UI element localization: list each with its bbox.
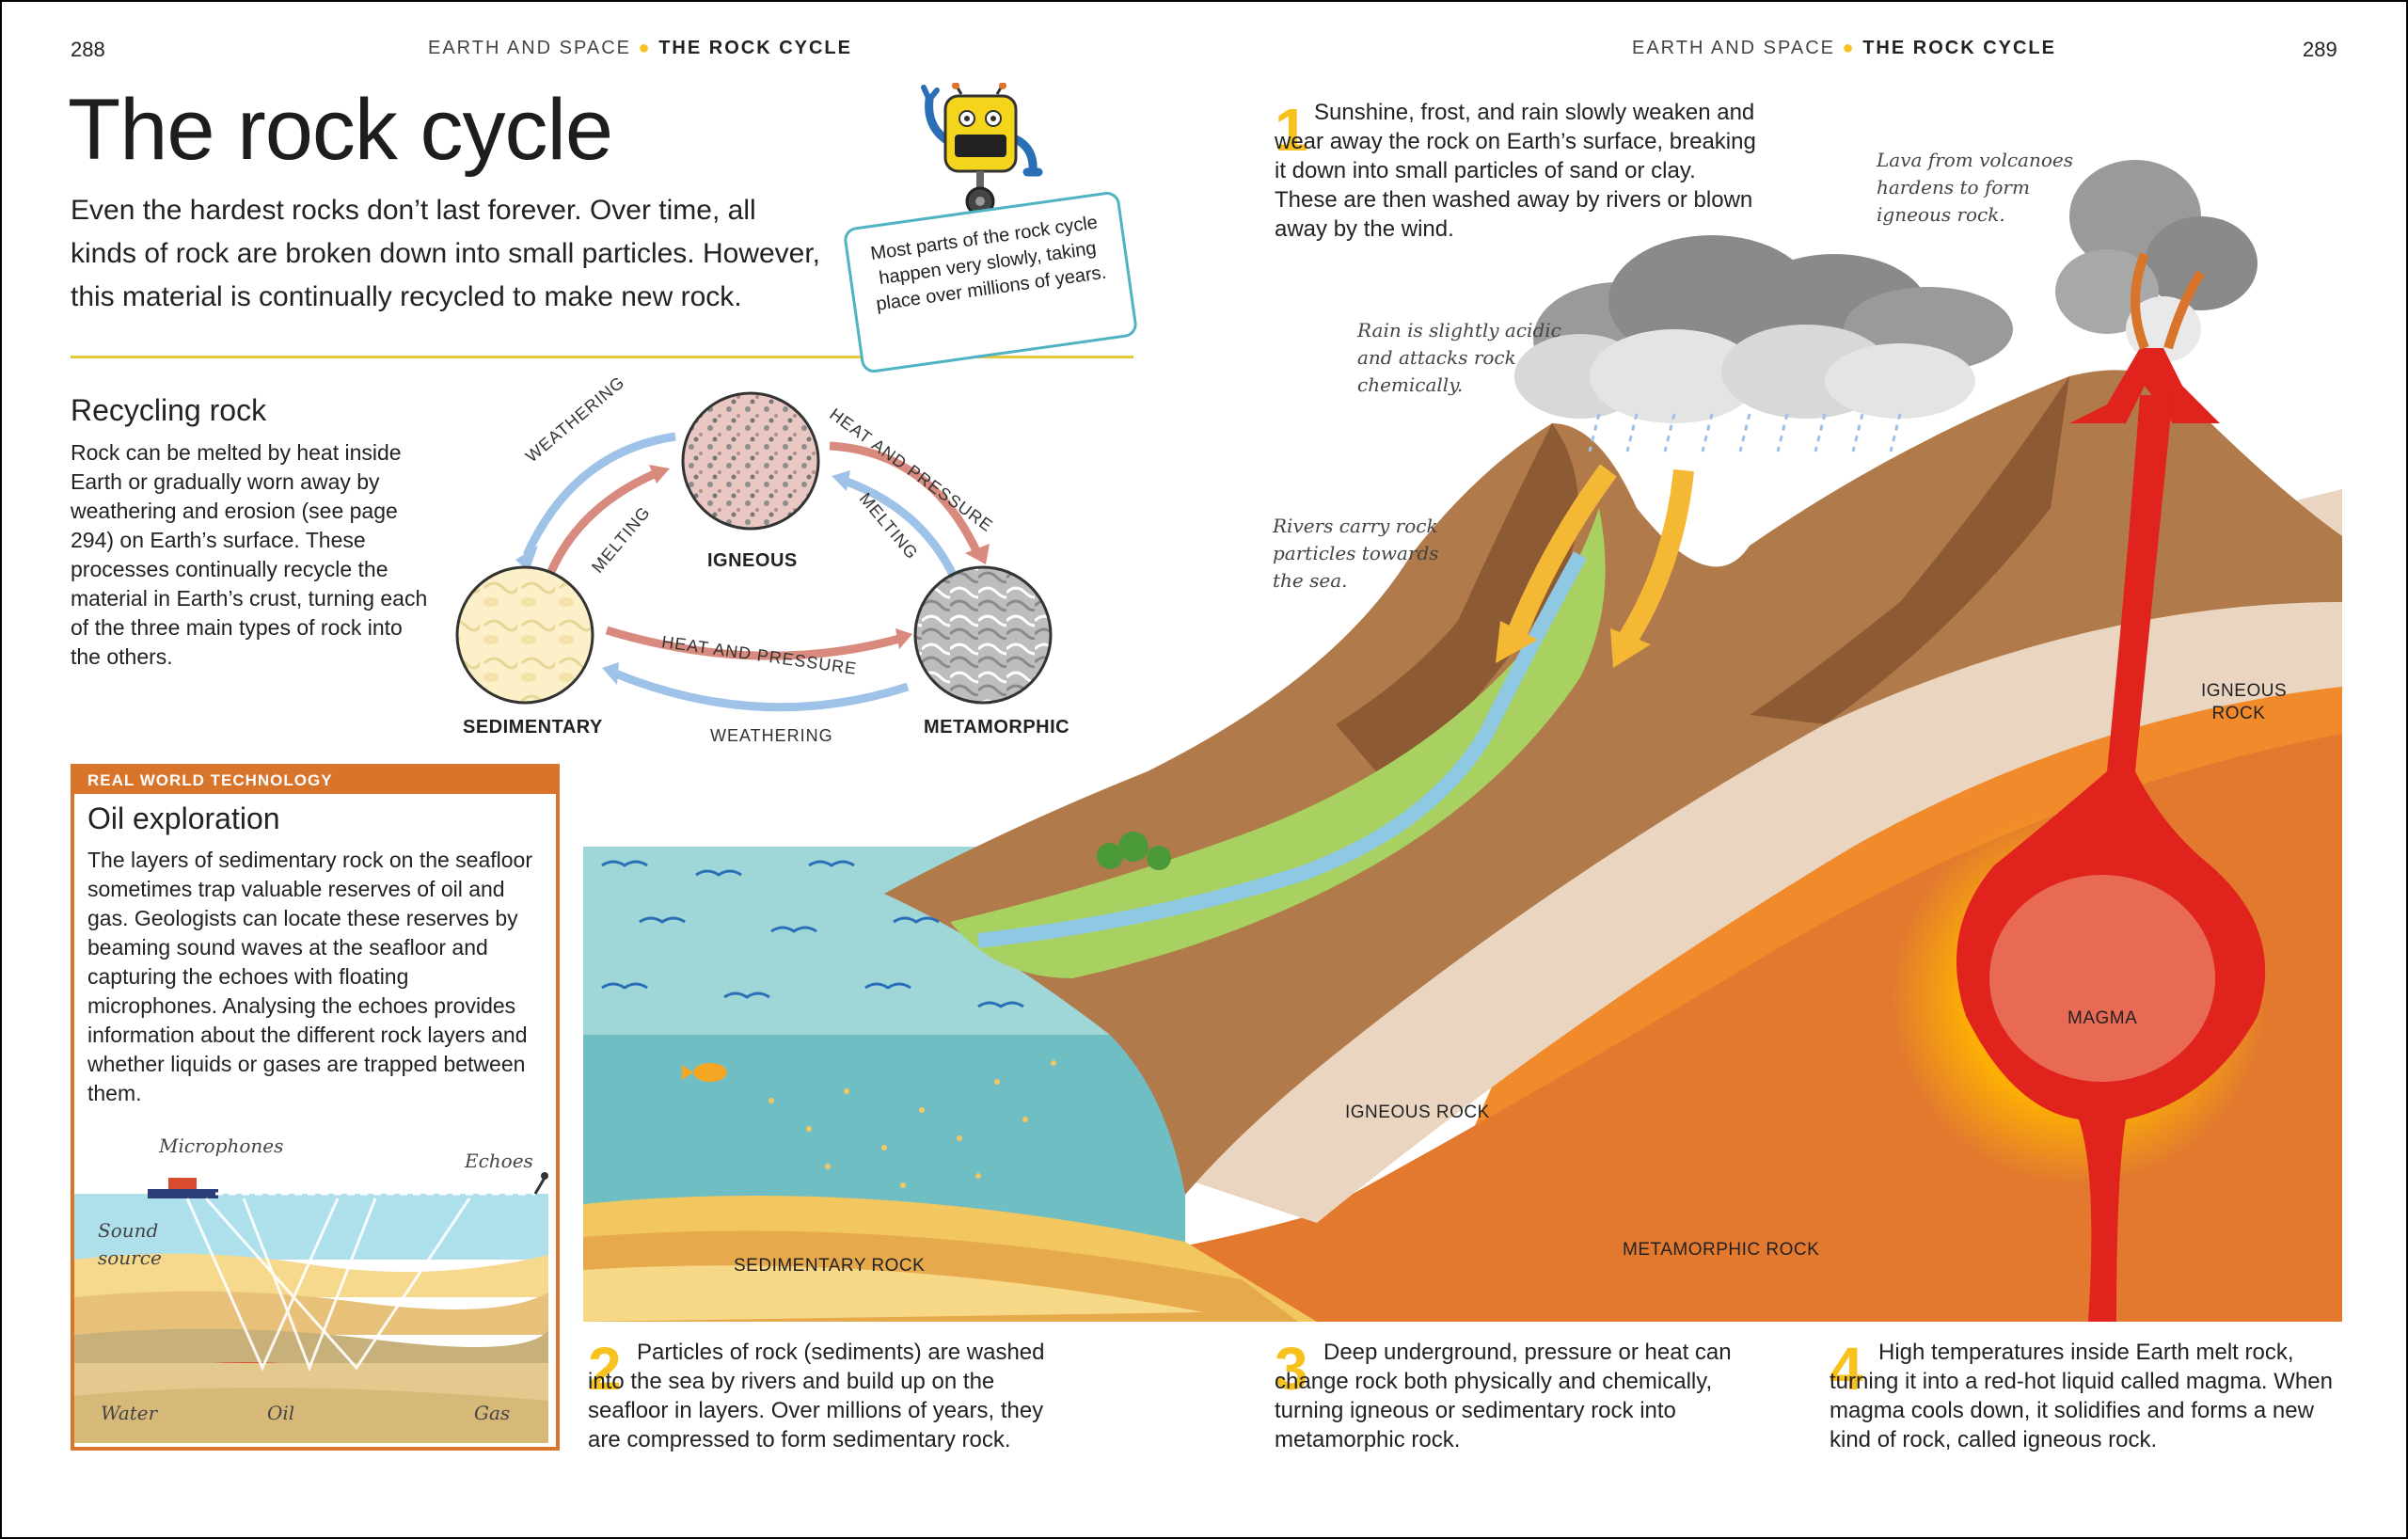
arrow-weathering-bottom (611, 668, 910, 712)
label-igneous-rock-mid: IGNEOUS ROCK (1345, 1103, 1490, 1122)
step-text-3: Deep underground, pressure or heat can c… (1275, 1340, 1732, 1452)
intro-paragraph: Even the hardest rocks don’t last foreve… (71, 195, 821, 312)
page-title: The rock cycle (68, 82, 613, 178)
topic-label: THE ROCK CYCLE (1862, 38, 2056, 58)
arrow-weathering-top (522, 432, 676, 557)
label-oil: Oil (267, 1402, 295, 1424)
magma-core (1989, 875, 2215, 1082)
step-number-2: 2 (588, 1335, 622, 1403)
label-source: source (98, 1246, 162, 1269)
rain-cloud (1514, 235, 2013, 452)
oil-heading: Oil exploration (87, 801, 280, 835)
label-igneous-rock-right: IGNEOUS ROCK (2201, 681, 2288, 723)
oil-body: The layers of sedimentary rock on the se… (87, 848, 533, 1105)
recycling-body: Rock can be melted by heat inside Earth … (71, 440, 428, 669)
river (977, 551, 1587, 948)
arrow-melting-right (840, 475, 959, 580)
label-magma: MAGMA (2067, 1008, 2138, 1028)
oil-survey-diagram (74, 1133, 548, 1443)
bullet-dot: ● (1842, 38, 1856, 58)
label-metamorphic-rock: METAMORPHIC ROCK (1623, 1240, 1820, 1260)
recycling-heading: Recycling rock (71, 393, 267, 427)
note-lava: Lava from volcanoes hardens to form igne… (1877, 149, 2073, 226)
label-water: Water (101, 1402, 158, 1424)
arrow-heat-pressure-bottom (605, 626, 905, 660)
label-sedimentary-rock: SEDIMENTARY ROCK (734, 1256, 926, 1276)
panel-tag-bar: REAL WORLD TECHNOLOGY (74, 768, 556, 794)
step-number-4: 4 (1830, 1335, 1863, 1403)
magma-chamber (1956, 395, 2266, 1322)
label-microphones: Microphones (159, 1134, 284, 1157)
metamorphic-rock-sample (913, 565, 1053, 705)
bullet-dot: ● (638, 38, 652, 58)
running-header-left: EARTH AND SPACE ● THE ROCK CYCLE (428, 38, 852, 59)
rock-cycle-diagram (455, 391, 1053, 712)
section-label: EARTH AND SPACE (428, 38, 631, 58)
page-number-right: 289 (2303, 38, 2337, 61)
note-rain: Rain is slightly acidic and attacks rock… (1357, 319, 1561, 396)
tree (1147, 846, 1171, 870)
step-text-4: High temperatures inside Earth melt rock… (1830, 1340, 2333, 1452)
label-metamorphic: METAMORPHIC (924, 717, 1070, 738)
label-sound: Sound (98, 1219, 159, 1242)
note-rivers: Rivers carry rock particles towards the … (1273, 515, 1439, 592)
rock-cycle-landscape (583, 160, 2342, 1322)
running-header-right: EARTH AND SPACE ● THE ROCK CYCLE (1632, 38, 2056, 59)
section-divider (71, 356, 1133, 358)
sedimentary-rock-sample (455, 565, 594, 705)
page-number-left: 288 (71, 38, 105, 61)
label-igneous: IGNEOUS (707, 550, 798, 571)
tree (1097, 843, 1123, 869)
arrow-heat-pressure-top (829, 441, 983, 557)
step-text-1: Sunshine, frost, and rain slowly weaken … (1275, 100, 1756, 242)
label-igneous-rock-right-1: IGNEOUS ROCK (2201, 680, 2287, 725)
metamorphic-layer (583, 734, 2342, 1322)
oil-exploration-panel: REAL WORLD TECHNOLOGY Oil exploration Th… (71, 764, 560, 1451)
fish (693, 1063, 727, 1082)
step-number-1: 1 (1275, 96, 1308, 164)
topic-label: THE ROCK CYCLE (658, 38, 852, 58)
step-number-3: 3 (1275, 1335, 1308, 1403)
igneous-rock-sample (681, 391, 820, 531)
label-echoes: Echoes (465, 1150, 533, 1172)
panel-tag: REAL WORLD TECHNOLOGY (87, 771, 333, 789)
igneous-layer (1148, 489, 2342, 1223)
arrow-melting-left (541, 468, 660, 587)
robot-illustration (921, 83, 1043, 216)
step-text-2: Particles of rock (sediments) are washed… (588, 1340, 1045, 1452)
tree (1118, 832, 1149, 862)
section-label: EARTH AND SPACE (1632, 38, 1835, 58)
label-weathering-bottom: WEATHERING (710, 726, 833, 745)
sediment-layer-3 (583, 1265, 1204, 1322)
label-gas: Gas (474, 1402, 511, 1424)
label-sedimentary: SEDIMENTARY (463, 717, 603, 738)
